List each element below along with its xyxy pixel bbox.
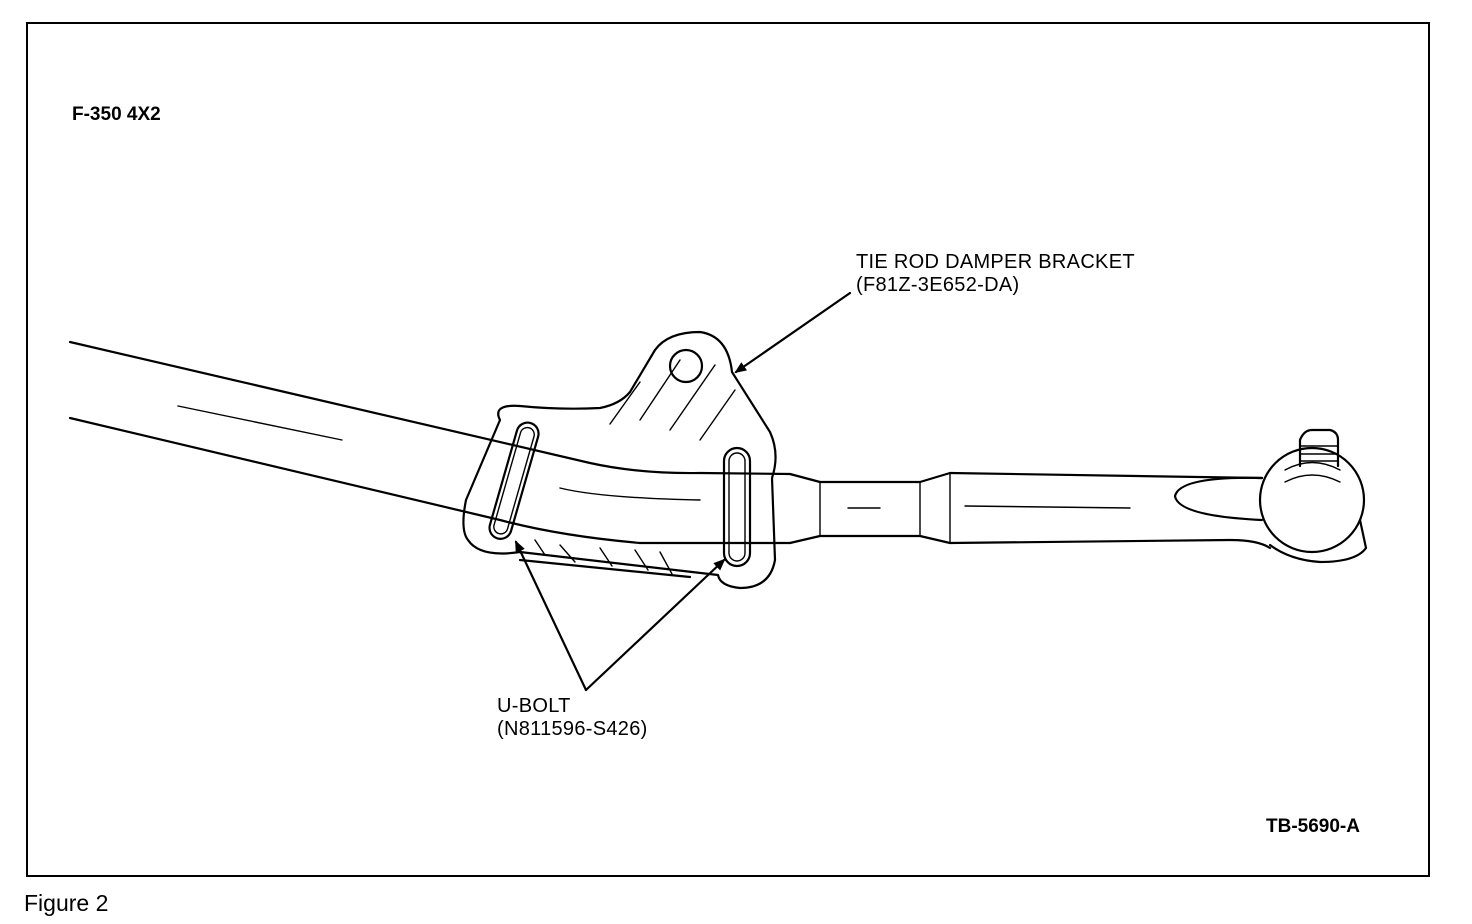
- u-bolt-left: [488, 421, 540, 540]
- reference-code: TB-5690-A: [1266, 816, 1360, 837]
- damper-bracket: [462, 330, 777, 590]
- figure-frame: [26, 22, 1430, 877]
- bracket-leader-arrow: [734, 291, 852, 374]
- bracket-callout-name: TIE ROD DAMPER BRACKET: [856, 251, 1135, 273]
- figure-caption: Figure 2: [24, 890, 109, 916]
- bracket-callout: TIE ROD DAMPER BRACKET (F81Z-3E652-DA): [856, 251, 1135, 297]
- u-bolt-right: [722, 446, 752, 568]
- bracket-callout-part-number: (F81Z-3E652-DA): [856, 274, 1020, 296]
- ubolt-callout: U-BOLT (N811596-S426): [497, 695, 648, 741]
- ball-joint: [1258, 428, 1368, 564]
- tie-rod-end: [788, 471, 1272, 550]
- ubolt-right-leader-arrow: [584, 558, 726, 692]
- leader-lines: [514, 291, 852, 692]
- vehicle-model-label: F-350 4X2: [72, 104, 161, 125]
- tie-rod-tube: [68, 340, 792, 545]
- ubolt-callout-name: U-BOLT: [497, 695, 571, 717]
- ubolt-left-leader-arrow: [514, 540, 588, 692]
- ubolt-callout-part-number: (N811596-S426): [497, 718, 648, 740]
